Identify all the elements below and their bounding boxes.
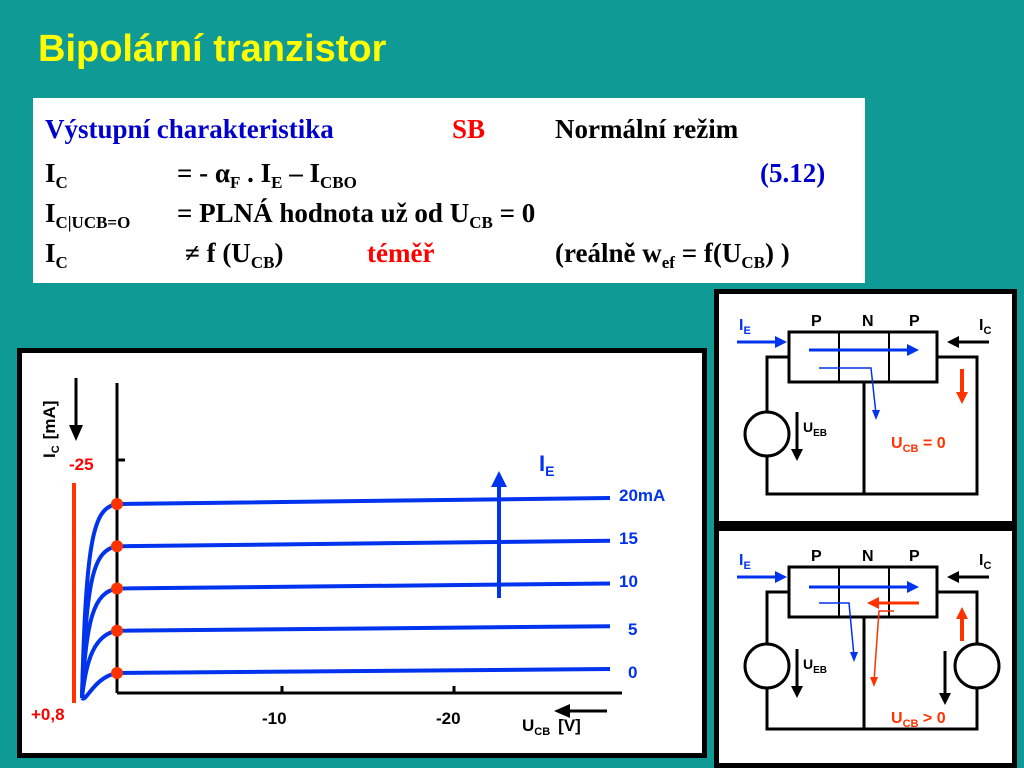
ueb-arrow-head (791, 686, 803, 698)
carrier-flow-head (907, 581, 919, 593)
curve-label-20: 20mA (619, 486, 665, 505)
curve-label-0: 0 (628, 663, 637, 682)
diagram-ucb-positive: IE P N P IC UEB UCB > 0 (737, 548, 1001, 731)
voltage-source-eb (743, 410, 791, 458)
almost-label: téměř (367, 238, 435, 268)
base-current-head (850, 652, 858, 662)
x-axis-label: UCB[V] (522, 716, 581, 738)
ucb-label: UCB > 0 (891, 710, 946, 730)
y-arrow-head (69, 425, 83, 441)
ic-symbol-2: IC (45, 238, 68, 272)
curves-group (80, 496, 611, 701)
ie-arrow-head (775, 571, 787, 583)
mode-label: Normální režim (555, 114, 739, 144)
carrier-flow-head (907, 344, 919, 356)
not-equal-function: ≠ f (UCB) (185, 238, 284, 272)
equation-ref: (5.12) (760, 158, 826, 188)
ic-reverse-arrow-head (956, 607, 968, 619)
origin-label: +0,8 (31, 705, 65, 724)
curve-label-15: 15 (619, 529, 638, 548)
diagram-ucb-positive-panel: IE P N P IC UEB UCB > 0 (714, 526, 1017, 768)
reverse-base-path (873, 610, 894, 682)
ic-equation: = - αF . IE – ICBO (177, 158, 357, 192)
p-label-1: P (811, 548, 822, 565)
diagram-ucb-zero-panel: IE P N P IC UEB UCB = 0 (714, 289, 1017, 526)
ucb-label: UCB = 0 (891, 435, 946, 455)
slide-title: Bipolární tranzistor (38, 28, 387, 70)
ie-arrow-head (491, 471, 507, 487)
ie-label: IE (739, 317, 751, 337)
curve-label-5: 5 (628, 620, 637, 639)
base-current-path (819, 602, 855, 657)
ic-arrow-head (947, 571, 959, 583)
diagram-ucb-zero: IE P N P IC UEB UCB = 0 (737, 313, 991, 496)
x-tick-label-10: -10 (262, 709, 287, 728)
equation-row-3: IC|UCB=O = PLNÁ hodnota už od UCB = 0 (45, 198, 865, 232)
x-tick-label-20: -20 (436, 709, 461, 728)
curve-label-10: 10 (619, 572, 638, 591)
voltage-source-cb (953, 642, 1001, 690)
p-label-2: P (909, 548, 920, 565)
output-characteristic-label: Výstupní charakteristika (45, 114, 334, 144)
equation-row-2: IC = - αF . IE – ICBO (5.12) (45, 158, 865, 192)
ucb-arrow-head (939, 693, 951, 705)
reverse-base-head (870, 677, 878, 687)
circuit-loop (765, 590, 979, 731)
y-axis-label: IC[mA] (40, 401, 62, 458)
equation-box: Výstupní charakteristika SB Normální rež… (33, 98, 865, 283)
ucb-arrow-head (956, 392, 968, 404)
ie-label: IE (739, 552, 751, 572)
voltage-source-eb (743, 642, 791, 690)
ic-label: IC (979, 552, 991, 572)
transistor-body (787, 330, 939, 384)
knee-point-0 (111, 667, 123, 679)
ueb-label: UEB (803, 419, 827, 439)
characteristic-chart: IC[mA] -25 -10 -20 +0,8 UCB[V] IE 20mA 1… (31, 378, 665, 738)
circuit-loop (765, 355, 979, 496)
ie-param-label: IE (539, 451, 554, 479)
knee-point-5 (111, 624, 123, 637)
reverse-flow-head (867, 597, 879, 609)
equation-row-1: Výstupní charakteristika SB Normální rež… (45, 114, 865, 148)
curve-5 (80, 624, 611, 699)
ueb-label: UEB (803, 656, 827, 676)
sb-label: SB (452, 114, 486, 144)
ueb-arrow-head (791, 449, 803, 461)
p-label-2: P (909, 313, 920, 330)
ie-arrow-head (775, 336, 787, 348)
equation-row-4: IC ≠ f (UCB) téměř (reálně wef = f(UCB) … (45, 238, 865, 272)
x-arrow-head (554, 704, 570, 718)
knee-point-20mA (111, 498, 123, 510)
ic-symbol: IC (45, 158, 68, 192)
curve-10 (80, 581, 611, 699)
ic-ucb0-symbol: IC|UCB=O (45, 198, 131, 232)
base-current-path (819, 367, 877, 415)
p-label-1: P (811, 313, 822, 330)
knee-point-15 (111, 540, 123, 553)
n-label: N (862, 548, 874, 565)
n-label: N (862, 313, 874, 330)
ic-label: IC (979, 317, 991, 337)
transistor-body (787, 565, 939, 619)
real-dependence: (reálně wef = f(UCB) ) (555, 238, 790, 272)
base-current-head (872, 410, 880, 420)
chart-panel: IC[mA] -25 -10 -20 +0,8 UCB[V] IE 20mA 1… (17, 348, 707, 758)
knee-point-10 (111, 582, 123, 595)
y-tick-label: -25 (69, 455, 94, 474)
full-value-statement: = PLNÁ hodnota už od UCB = 0 (177, 198, 536, 232)
ic-arrow-head (947, 336, 959, 348)
